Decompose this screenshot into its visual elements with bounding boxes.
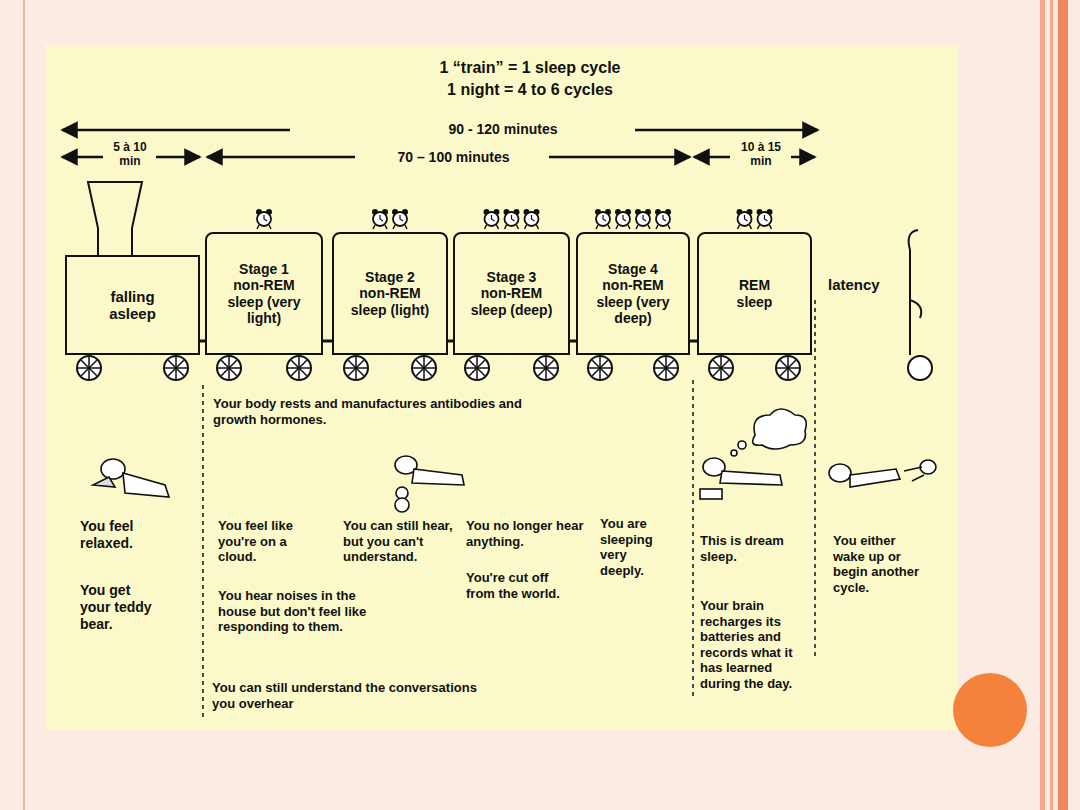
train-car: Stage 2non-REM sleep (light): [332, 232, 448, 355]
clock-hands: [512, 215, 515, 221]
car-coupler: [323, 340, 332, 343]
car-text: non-REM sleep (light): [344, 285, 436, 317]
car-text: non-REM sleep (very light): [218, 277, 310, 325]
clock-legs: [596, 225, 610, 229]
clock-hands: [380, 215, 383, 221]
description: You no longer hear anything.: [466, 518, 584, 549]
alarm-clock: [393, 212, 407, 226]
car-coupler: [690, 340, 697, 343]
wheel-spoke: [348, 360, 364, 376]
wheel: [776, 356, 800, 380]
wheel: [164, 356, 188, 380]
description: You get your teddy bear.: [80, 582, 154, 632]
alarm-clock: [656, 212, 670, 226]
car-heading: REM sleep: [725, 277, 785, 309]
wheel-spoke: [416, 360, 432, 376]
duration: 90 - 120 minutes: [400, 121, 606, 138]
wheel: [344, 356, 368, 380]
clock-legs: [257, 225, 271, 229]
duration: 70 – 100 minutes: [358, 149, 549, 166]
description: You can still hear, but you can't unders…: [343, 518, 455, 565]
train-car: Stage 3non-REM sleep (deep): [453, 232, 570, 355]
train-car: Stage 1non-REM sleep (very light): [205, 232, 323, 355]
clock-hands: [623, 215, 626, 221]
clock-hands: [532, 215, 535, 221]
description: Your brain recharges its batteries and r…: [700, 598, 812, 692]
wheel-spoke: [780, 360, 796, 376]
clock-legs: [636, 225, 650, 229]
wheel-spoke: [221, 360, 237, 376]
car-heading: Stage 2: [365, 269, 415, 285]
clock-hands: [765, 215, 768, 221]
description: You feel relaxed.: [80, 518, 152, 552]
wheel: [709, 356, 733, 380]
duration: 10 à 15 min: [731, 140, 791, 169]
wheel: [588, 356, 612, 380]
wheel-spoke: [658, 360, 674, 376]
alarm-clock: [596, 212, 610, 226]
diagram-title: 1 “train” = 1 sleep cycle: [330, 58, 730, 77]
wheel-spoke: [81, 360, 97, 376]
clock-hands: [264, 215, 267, 221]
clock-legs: [485, 225, 499, 229]
clock-legs: [616, 225, 630, 229]
alarm-clock: [485, 212, 499, 226]
wheel-spoke: [713, 360, 729, 376]
wheel: [217, 356, 241, 380]
wheel: [534, 356, 558, 380]
clock-legs: [758, 225, 772, 229]
clock-hands: [400, 215, 403, 221]
note: Your body rests and manufactures antibod…: [213, 396, 533, 427]
alarm-clock: [616, 212, 630, 226]
clock-hands: [643, 215, 646, 221]
wheel: [412, 356, 436, 380]
clock-hands: [663, 215, 666, 221]
wheel-spoke: [538, 360, 554, 376]
duration: 5 à 10 min: [104, 140, 156, 169]
wheel: [908, 356, 932, 380]
clock-legs: [738, 225, 752, 229]
car-text: non-REM sleep (deep): [466, 285, 558, 317]
subtitle: 1 night = 4 to 6 cycles: [380, 80, 680, 99]
car-text: non-REM sleep (very deep): [587, 277, 679, 325]
description: You either wake up or begin another cycl…: [833, 533, 923, 595]
clock-hands: [745, 215, 748, 221]
wheel: [654, 356, 678, 380]
alarm-clock: [505, 212, 519, 226]
wheel-spoke: [168, 360, 184, 376]
description: You are sleeping very deeply.: [600, 516, 674, 578]
description: You hear noises in the house but don't f…: [218, 588, 393, 635]
wheel-spoke: [469, 360, 485, 376]
clock-hands: [603, 215, 606, 221]
alarm-clock: [525, 212, 539, 226]
description: This is dream sleep.: [700, 533, 810, 564]
alarm-clock: [373, 212, 387, 226]
clock-legs: [656, 225, 670, 229]
clock-legs: [393, 225, 407, 229]
description: You feel like you're on a cloud.: [218, 518, 316, 565]
wheel: [287, 356, 311, 380]
description: You can still understand the conversatio…: [212, 680, 502, 711]
wheel: [77, 356, 101, 380]
wheel-spoke: [291, 360, 307, 376]
wheel-spoke: [592, 360, 608, 376]
clock-legs: [373, 225, 387, 229]
locomotive-box: falling asleep: [65, 255, 200, 355]
car-heading: Stage 4: [608, 261, 658, 277]
alarm-clock: [758, 212, 772, 226]
wheel: [465, 356, 489, 380]
clock-hands: [492, 215, 495, 221]
train-car: Stage 4non-REM sleep (very deep): [576, 232, 690, 355]
train-car: REM sleep: [697, 232, 812, 355]
car-heading: falling asleep: [93, 288, 173, 323]
alarm-clock: [636, 212, 650, 226]
latency-label: latency: [828, 276, 903, 294]
alarm-clock: [257, 212, 271, 226]
description: You're cut off from the world.: [466, 570, 578, 601]
car-heading: Stage 3: [487, 269, 537, 285]
clock-legs: [525, 225, 539, 229]
clock-legs: [505, 225, 519, 229]
car-heading: Stage 1: [239, 261, 289, 277]
alarm-clock: [738, 212, 752, 226]
